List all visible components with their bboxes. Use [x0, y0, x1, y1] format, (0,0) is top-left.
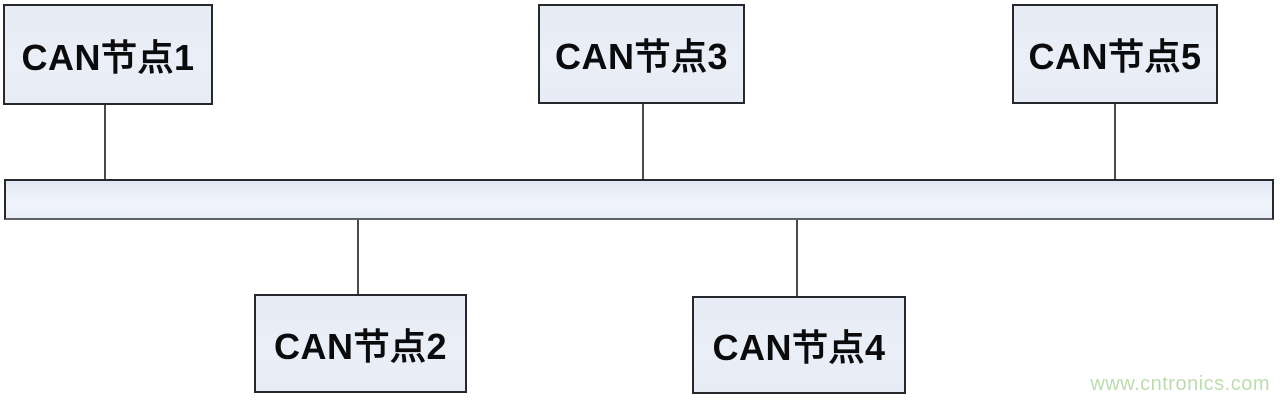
node-can4-label: CAN节点4	[712, 327, 886, 368]
connector-line-node2-bus	[357, 219, 359, 295]
connector-line-node3-bus	[642, 104, 644, 180]
node-can5: CAN节点5	[1012, 4, 1218, 104]
node-can2-label: CAN节点2	[273, 325, 448, 367]
node-can4: CAN节点4	[692, 296, 906, 394]
node-can3: CAN节点3	[538, 4, 745, 104]
node-can2: CAN节点2	[254, 294, 467, 393]
can-bus-bar	[4, 179, 1274, 220]
node-can5-label: CAN节点5	[1028, 36, 1202, 77]
watermark: www.cntronics.com	[1090, 373, 1270, 395]
node-can1-label: CAN节点1	[21, 36, 195, 78]
connector-line-node4-bus	[796, 219, 798, 297]
connector-line-node1-bus	[104, 105, 106, 180]
node-can1: CAN节点1	[3, 4, 213, 105]
node-can3-label: CAN节点3	[554, 36, 729, 77]
connector-line-node5-bus	[1114, 103, 1116, 180]
